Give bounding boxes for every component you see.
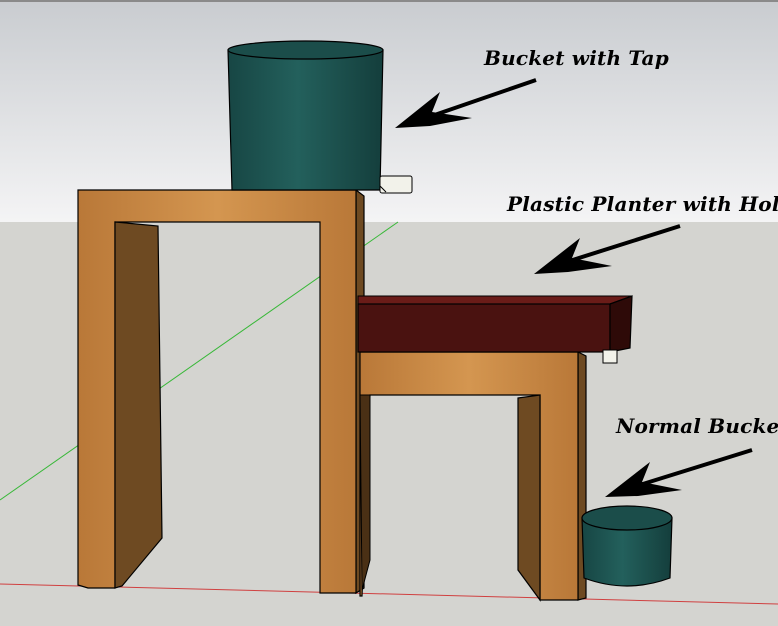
planter-top-face: [357, 295, 633, 305]
arrow-bucket-with-tap: [395, 78, 537, 128]
label-plastic-planter: Plastic Planter with Hole: [507, 192, 778, 216]
top-bucket-rim: [227, 40, 384, 60]
tall-stand-front-face: [77, 189, 357, 594]
arrow-plastic-planter: [534, 224, 681, 274]
red-axis-line: [0, 583, 778, 605]
normal-bucket-rim: [581, 505, 673, 531]
arrow-normal-bucket: [605, 448, 753, 497]
tap-spout-edge: [379, 185, 387, 193]
tap-spout: [379, 175, 413, 194]
planter-side-face: [609, 295, 633, 353]
label-bucket-with-tap: Bucket with Tap: [484, 46, 669, 70]
normal-bucket-body: [581, 517, 673, 587]
short-stand-inner-leg: [517, 394, 541, 602]
tall-stand-inner-leg: [114, 221, 163, 589]
short-stand-left-inner: [359, 394, 371, 591]
top-bucket-body: [227, 49, 384, 191]
label-normal-bucket: Normal Bucket: [616, 414, 778, 438]
planter-drain-hole: [602, 349, 618, 364]
planter-body: [357, 303, 611, 353]
